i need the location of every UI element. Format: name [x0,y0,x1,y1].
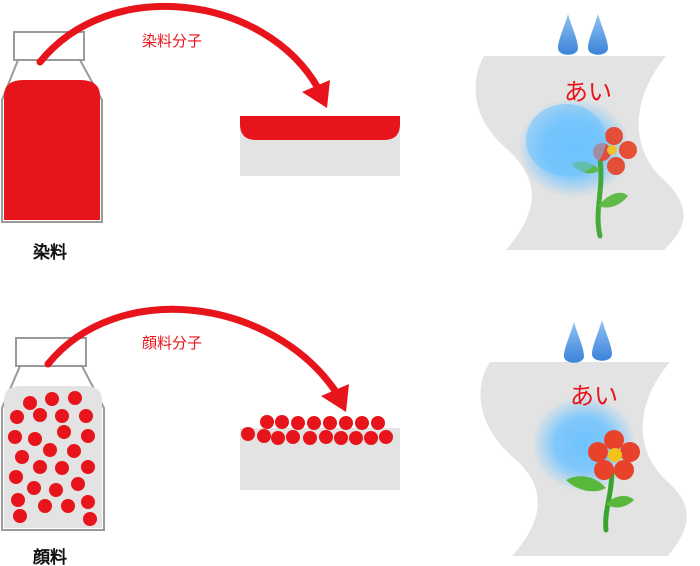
dye-liquid [4,80,100,220]
pigment-row: 顔料 顔料分子 あい [1,305,687,566]
dye-arrow-head [302,80,330,108]
pigment-arrow [44,305,340,396]
pigment-particles [8,391,97,526]
water-drop-icon [564,322,584,363]
dye-arrow [36,2,322,92]
water-drop-icon [592,320,612,361]
flower-icon [572,127,637,239]
pigment-label: 顔料 [32,547,67,566]
pigment-liquid [4,386,102,528]
water-drop-icon [558,14,578,55]
bottle-icon [1,337,105,531]
bottle-icon [0,31,103,223]
dye-row: 染料 染料分子 あい [0,2,684,263]
dye-label: 染料 [33,242,67,263]
pigment-paper-text: あい [570,382,618,410]
pigment-arrow-head [321,384,349,412]
dye-arrow-label: 染料分子 [142,32,202,50]
pigment-arrow-label: 顔料分子 [142,334,202,352]
flower-icon [566,430,640,533]
water-drop-icon [588,14,608,55]
dye-paper-text: あい [564,78,612,106]
pigment-surface-particles [241,415,393,445]
dye-absorbed-layer [240,116,400,140]
